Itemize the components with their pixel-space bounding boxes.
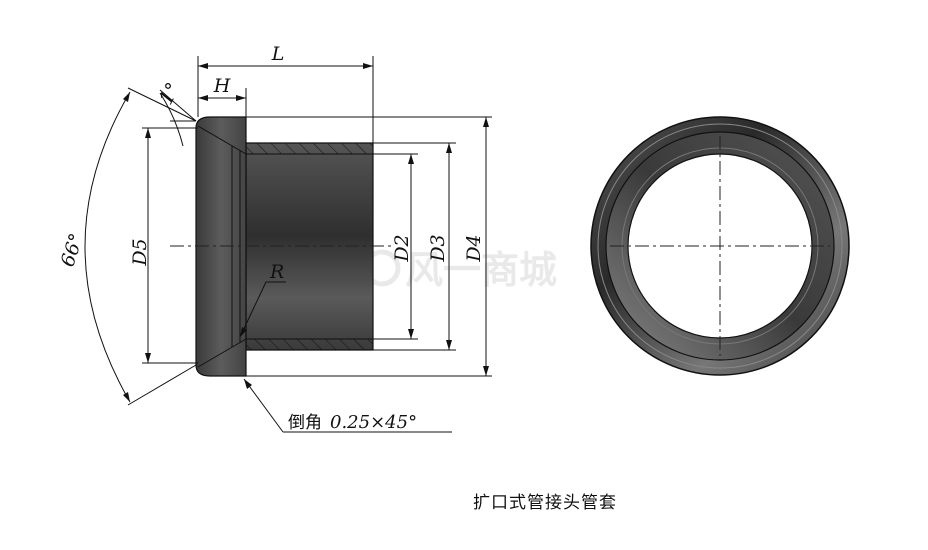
- dim-D4-label: D4: [463, 234, 485, 262]
- outer-ring-edge: [597, 123, 843, 369]
- watermark-text: 风一商城: [405, 248, 557, 292]
- dim-D3-label: D3: [427, 234, 449, 262]
- dim-R-label: R: [269, 261, 284, 283]
- chamfer-note-value: 0.25×45°: [330, 412, 417, 433]
- dim-angle-small-label: 1°: [155, 79, 185, 108]
- dim-H-label: H: [213, 75, 231, 97]
- wall-hatch-top: [245, 142, 374, 155]
- dim-H: H: [198, 75, 247, 117]
- chamfer-note-label: 倒角: [288, 413, 322, 433]
- dim-angle-large-label: 66°: [57, 231, 88, 270]
- dim-L-label: L: [271, 43, 285, 65]
- front-view: [590, 116, 850, 376]
- dim-D2-label: D2: [391, 234, 413, 262]
- dim-D4: D4: [246, 116, 492, 377]
- dim-D5: D5: [129, 127, 198, 364]
- side-view: L H 1° 66° D5: [57, 43, 492, 433]
- dim-D5-label: D5: [129, 238, 151, 266]
- dim-R: R: [239, 261, 286, 338]
- wall-hatch-bottom: [245, 338, 374, 351]
- chamfer-note: 倒角 0.25×45°: [243, 378, 452, 433]
- watermark: 风一商城: [363, 248, 557, 292]
- dim-D3: D3: [373, 142, 456, 351]
- dim-L: L: [197, 43, 374, 143]
- drawing-caption: 扩口式管接头管套: [473, 493, 617, 513]
- dim-angle-small: 1°: [155, 79, 197, 147]
- dim-D2: D2: [373, 153, 418, 340]
